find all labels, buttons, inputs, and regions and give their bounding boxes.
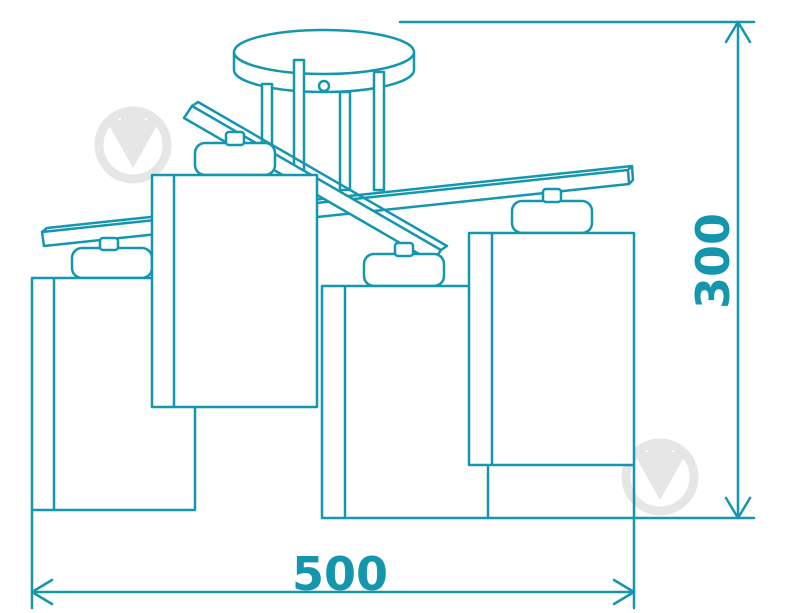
height-label: 300 bbox=[686, 213, 740, 309]
shade-bottom-middle bbox=[320, 241, 490, 520]
support-rods bbox=[260, 58, 386, 192]
shade-top-left bbox=[150, 130, 319, 409]
width-dimension-arrow bbox=[30, 578, 636, 606]
shade-right bbox=[467, 187, 636, 467]
chandelier-outline bbox=[30, 28, 636, 520]
watermark-icon bbox=[94, 106, 172, 184]
watermark-icon bbox=[621, 438, 699, 516]
width-label: 500 bbox=[292, 547, 388, 601]
ceiling-canopy bbox=[232, 28, 416, 94]
dimension-lines bbox=[30, 20, 756, 610]
height-dimension-arrow bbox=[724, 20, 752, 520]
